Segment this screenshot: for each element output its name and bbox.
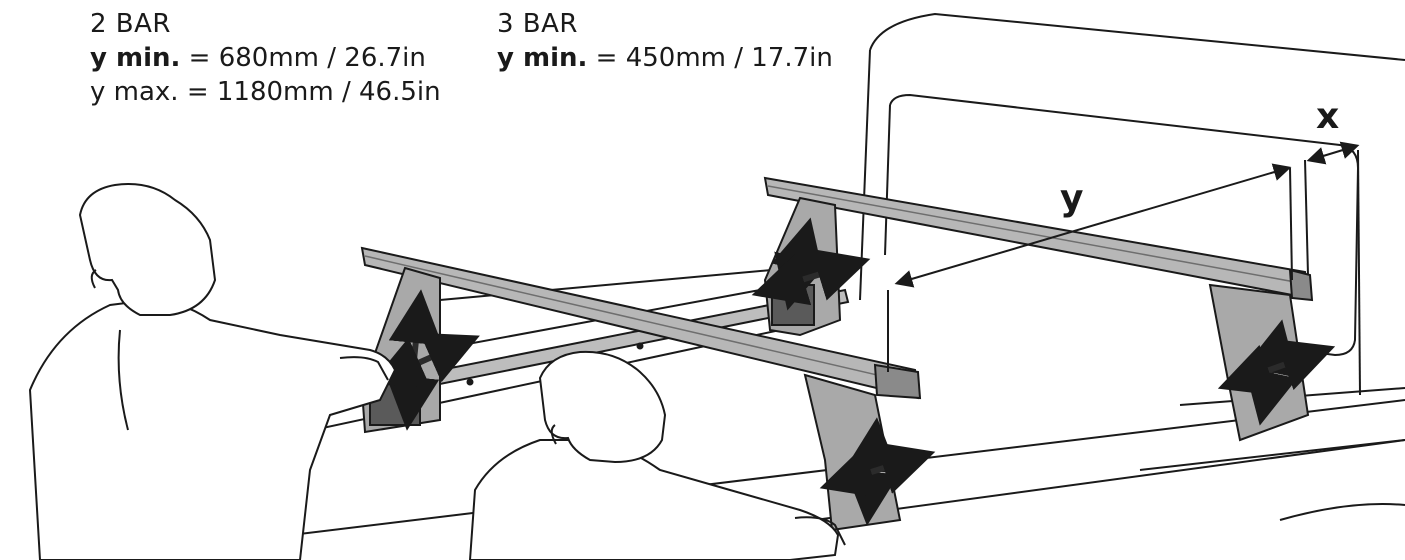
spec-2-bar-ymax: y max. = 1180mm / 46.5in	[90, 77, 441, 107]
adjust-arrow-front-left	[370, 289, 480, 431]
ymin-value: = 450mm / 17.7in	[587, 43, 833, 73]
spec-2-bar-title: 2 BAR	[90, 9, 171, 39]
x-dimension-arrow	[1306, 141, 1360, 165]
y-extension-rear	[1289, 167, 1293, 281]
ymin-value: = 680mm / 26.7in	[180, 43, 426, 73]
dimension-lines	[887, 141, 1360, 372]
x-extension	[1304, 159, 1309, 276]
spec-2-bar-ymin: y min. = 680mm / 26.7in	[90, 41, 441, 75]
ymin-label: y min.	[90, 43, 181, 73]
dimension-label-x: x	[1316, 96, 1340, 137]
leg-rear-left	[763, 196, 842, 337]
adjust-arrow-front-right	[819, 417, 936, 526]
adjust-arrow-rear-left	[751, 217, 871, 311]
front-crossbar	[360, 246, 922, 400]
ymin-label: y min.	[497, 43, 588, 73]
rear-crossbar	[763, 176, 1314, 302]
leg-front-right	[803, 373, 902, 532]
spec-3-bar-ymin: y min. = 450mm / 17.7in	[497, 41, 833, 75]
installer-person-right	[468, 350, 846, 560]
spec-3-bar-title: 3 BAR	[497, 9, 578, 39]
leg-front-left	[360, 266, 441, 434]
y-dimension-arrow	[894, 163, 1292, 288]
dimension-label-y: y	[1060, 178, 1084, 219]
spec-2-bar: 2 BAR y min. = 680mm / 26.7in y max. = 1…	[90, 7, 441, 109]
spec-3-bar: 3 BAR y min. = 450mm / 17.7in	[497, 7, 833, 75]
adjust-arrow-rear-right	[1217, 319, 1336, 426]
adjust-arrows	[370, 217, 1336, 526]
truck-cab	[859, 12, 1405, 396]
installer-person-left	[28, 183, 397, 560]
